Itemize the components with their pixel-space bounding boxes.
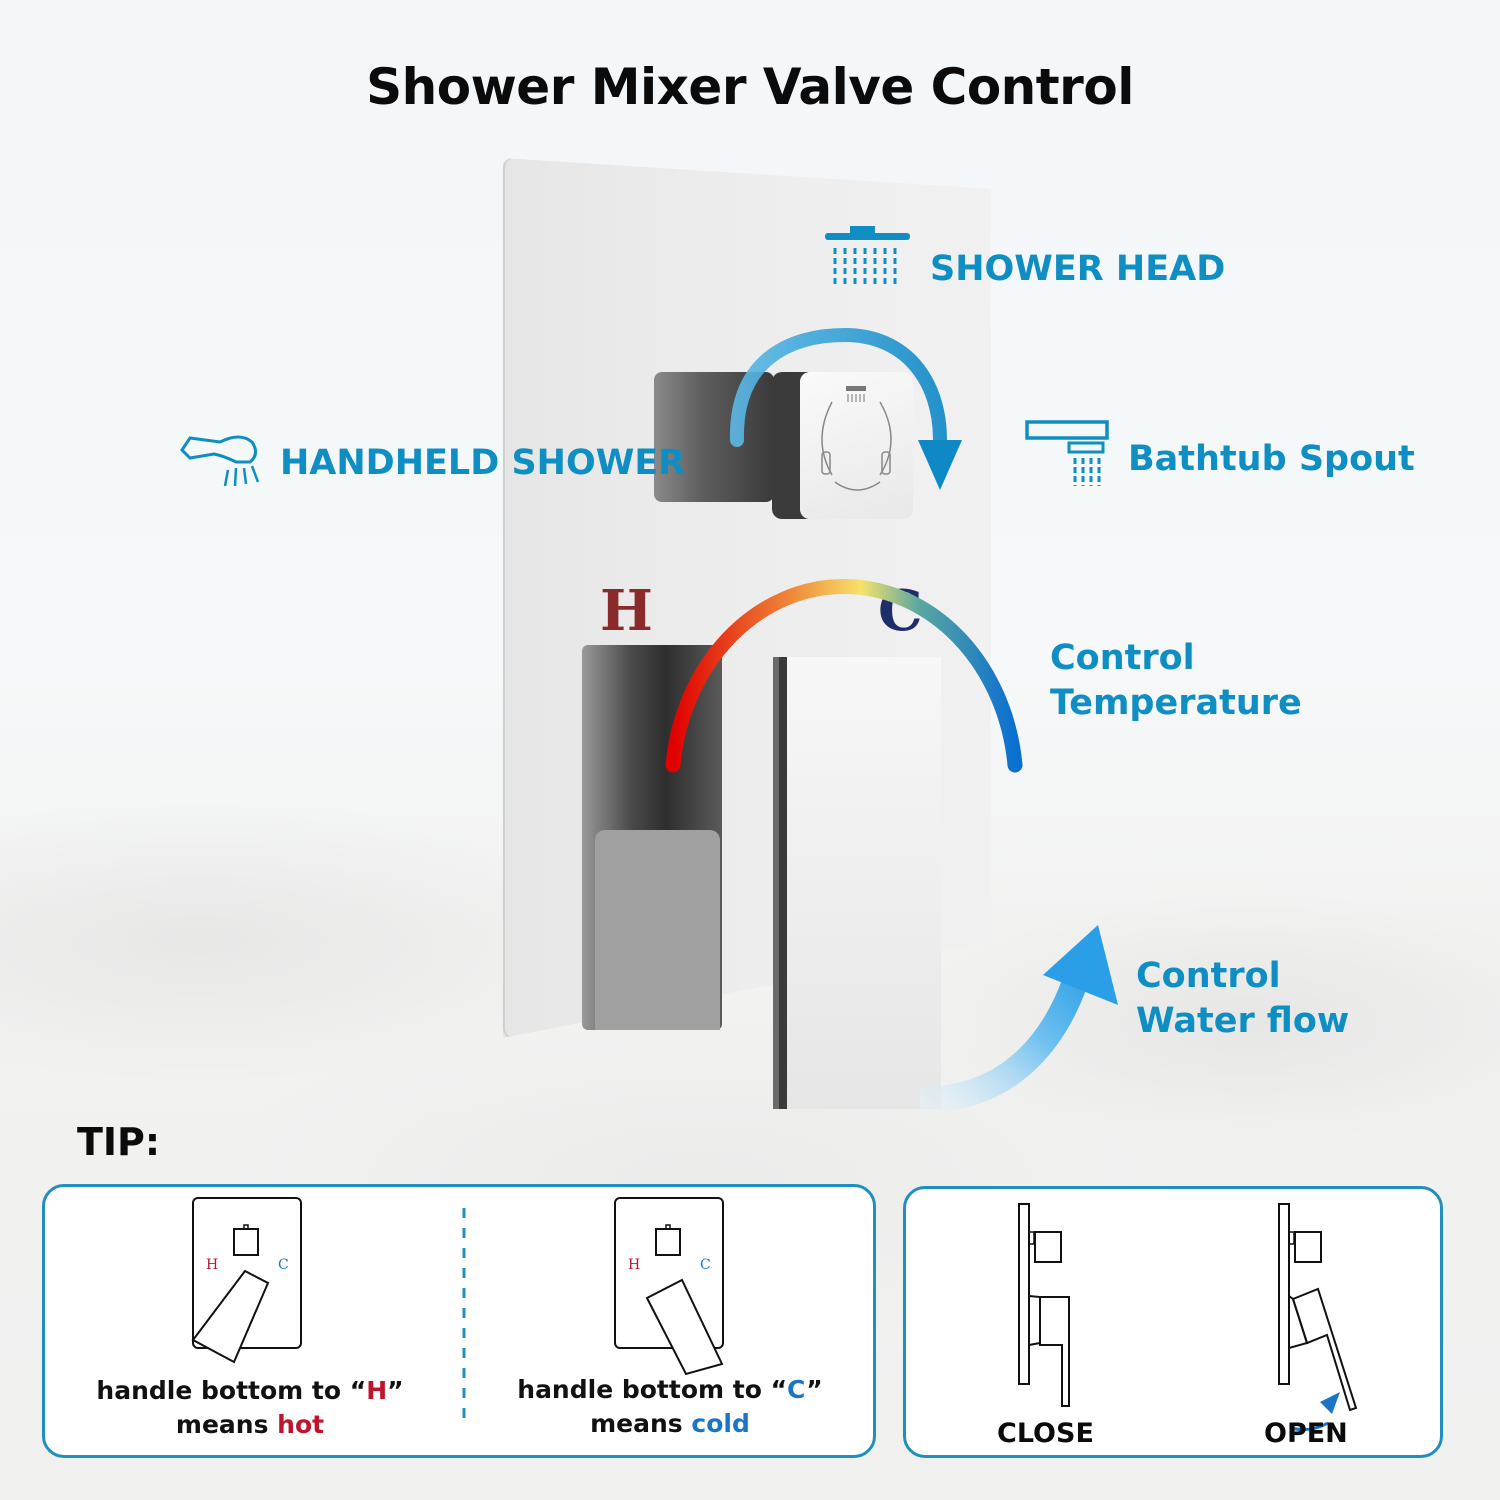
hot-handle-diagram: H C [191,1197,302,1364]
shower-head-label: SHOWER HEAD [930,249,1226,289]
divider-dashed [462,1208,466,1426]
lever-lower-plate [595,830,720,1030]
tip-heading: TIP: [77,1120,161,1164]
open-label: OPEN [1264,1418,1348,1449]
hot-letter: H [600,578,653,644]
cold-tip-caption: handle bottom to “C” means cold [480,1373,860,1441]
cold-tip-line2: means cold [590,1408,750,1438]
diverter-knob-side [654,372,774,502]
page-title: Shower Mixer Valve Control [366,58,1134,116]
mixer-lever-handle [787,657,941,1109]
control-temperature-line1: Control [1050,638,1195,678]
shower-head-icon [825,226,910,286]
cold-tip-line1: handle bottom to “C” [517,1375,823,1404]
hot-tip-line1: handle bottom to “H” [96,1376,404,1405]
bathtub-spout-label: Bathtub Spout [1128,439,1415,479]
svg-text:C: C [278,1257,289,1273]
control-temperature-label: Control Temperature [1050,636,1302,726]
close-label: CLOSE [997,1418,1094,1449]
control-water-flow-line1: Control [1136,956,1281,996]
control-temperature-line2: Temperature [1050,682,1302,723]
diverter-dial-icon [821,386,892,491]
svg-text:H: H [206,1257,218,1273]
control-water-flow-label: Control Water flow [1136,954,1349,1044]
hot-tip-line2: means hot [175,1409,325,1439]
open-arrow-icon [1320,1392,1340,1414]
open-position-diagram [1278,1203,1358,1432]
close-position-diagram [1018,1203,1070,1407]
cold-handle-diagram: H C [614,1197,724,1376]
handheld-shower-icon [180,435,260,487]
svg-text:C: C [700,1257,711,1273]
hot-tip-caption: handle bottom to “H” means hot [60,1374,440,1442]
bathtub-spout-icon [1025,420,1109,486]
tip-temperature-box [42,1184,876,1458]
tip-flow-box [903,1186,1443,1458]
handheld-shower-label: HANDHELD SHOWER [280,443,686,483]
svg-text:H: H [628,1257,640,1273]
control-water-flow-line2: Water flow [1136,1000,1350,1041]
